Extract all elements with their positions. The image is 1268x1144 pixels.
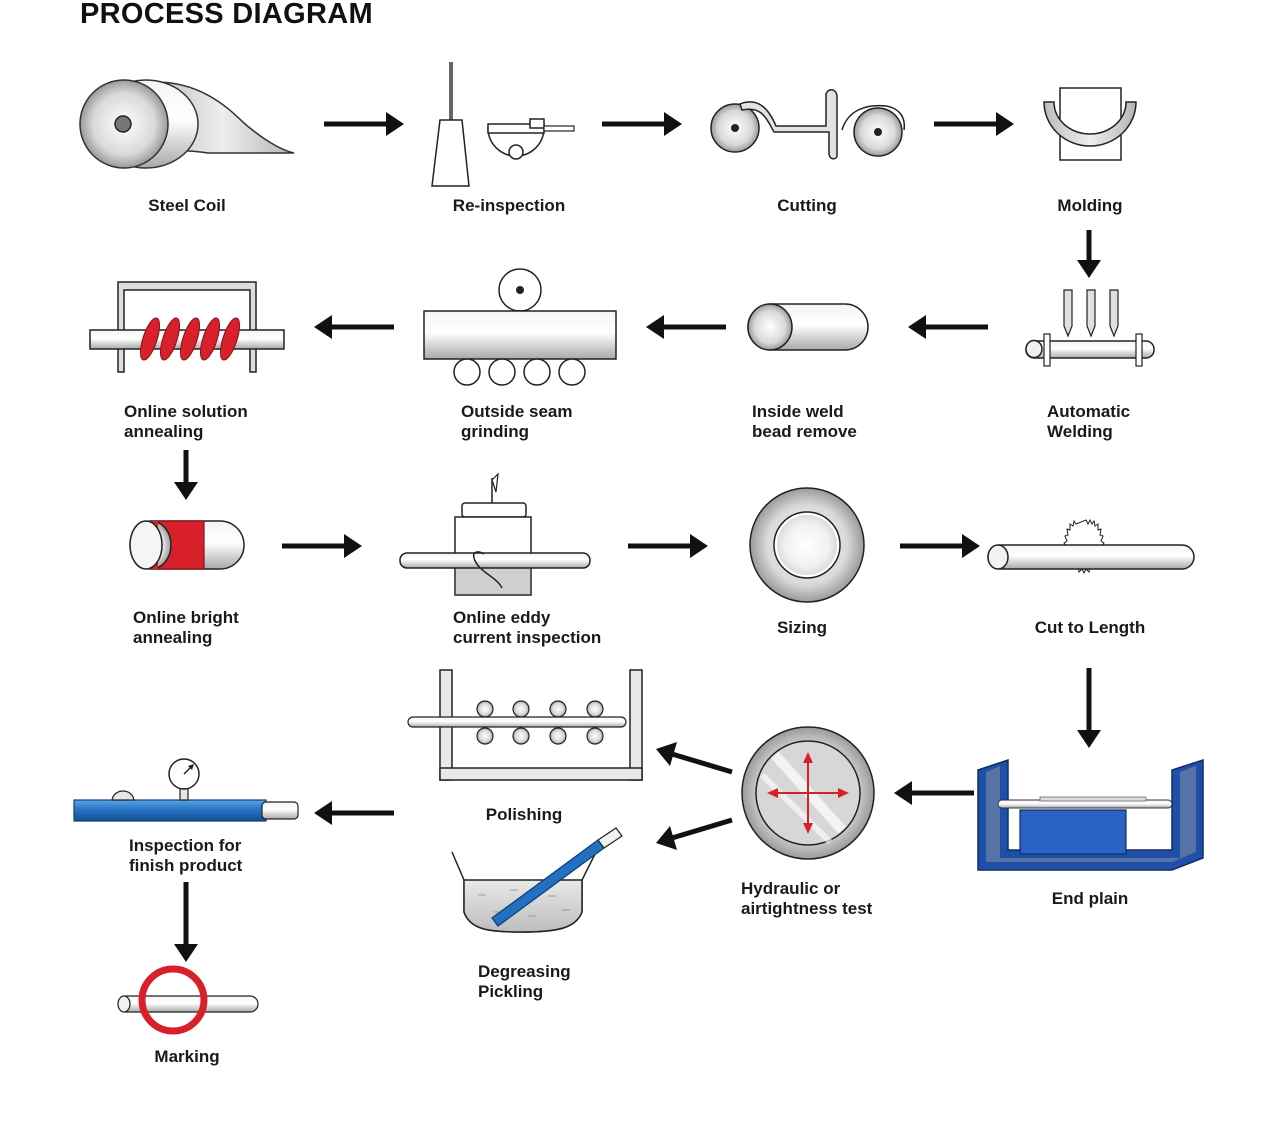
label-polishing: Polishing [485,805,563,824]
label-outside-seam-grinding: Outside seam grinding [461,402,573,441]
label-end-plain: End plain [1051,889,1129,908]
cut-to-length-icon [987,518,1195,575]
label-steel-coil: Steel Coil [148,196,226,215]
label-online-eddy-current-inspection: Online eddy current inspection [453,608,602,647]
label-sizing: Sizing [776,618,828,637]
arrow-bright-to-eddy [282,534,362,558]
sizing-icon [749,487,865,603]
arrow-eddy-to-sizing [628,534,708,558]
arrow-sizing-to-cut [900,534,980,558]
marking-icon [117,965,259,1035]
arrow-inspection-to-marking [174,882,198,962]
online-solution-annealing-icon [89,281,285,373]
arrow-polishing-to-inspection [314,801,394,825]
label-cutting: Cutting [777,196,837,215]
arrow-grinding-to-solution [314,315,394,339]
end-plain-icon [977,758,1204,871]
arrow-hydraulic-to-pickling [656,817,733,850]
re-inspection-icon [431,62,575,187]
label-automatic-welding: Automatic Welding [1047,402,1131,441]
label-degreasing-pickling: Degreasing Pickling [478,962,571,1001]
inspection-finish-product-icon [73,758,299,822]
hydraulic-test-icon [741,726,875,860]
arrow-cutting-to-molding [934,112,1014,136]
polishing-icon [407,669,643,781]
online-eddy-current-inspection-icon [399,472,591,596]
label-re-inspection: Re-inspection [452,196,566,215]
arrow-coil-to-reinspection [324,112,404,136]
flow-arrows [174,112,1101,962]
degreasing-pickling-icon [451,827,623,933]
label-hydraulic-or-airtightness-test: Hydraulic or airtightness test [741,879,873,918]
arrow-cut-to-endplain [1077,668,1101,748]
label-inspection-for-finish-product: Inspection for finish product [129,836,243,875]
arrow-reinspection-to-cutting [602,112,682,136]
label-online-bright-annealing: Online bright annealing [133,608,239,647]
arrow-welding-to-weld-remove [908,315,988,339]
molding-icon [1043,87,1137,161]
arrow-molding-to-welding [1077,230,1101,278]
inside-weld-bead-remove-icon [747,303,869,351]
label-molding: Molding [1057,196,1123,215]
arrow-weld-remove-to-grinding [646,315,726,339]
automatic-welding-icon [1025,289,1155,367]
label-online-solution-annealing: Online solution annealing [124,402,248,441]
arrow-endplain-to-hydraulic [894,781,974,805]
label-cut-to-length: Cut to Length [1034,618,1146,637]
arrow-hydraulic-to-polishing [656,742,733,775]
label-inside-weld-bead-remove: Inside weld bead remove [752,402,857,441]
outside-seam-grinding-icon [423,268,617,386]
arrow-solution-to-bright [174,450,198,500]
cutting-icon [710,89,906,160]
label-marking: Marking [154,1047,220,1066]
steel-coil-icon [79,79,295,169]
online-bright-annealing-icon [129,520,245,570]
diagram-title: PROCESS DIAGRAM [80,0,373,30]
